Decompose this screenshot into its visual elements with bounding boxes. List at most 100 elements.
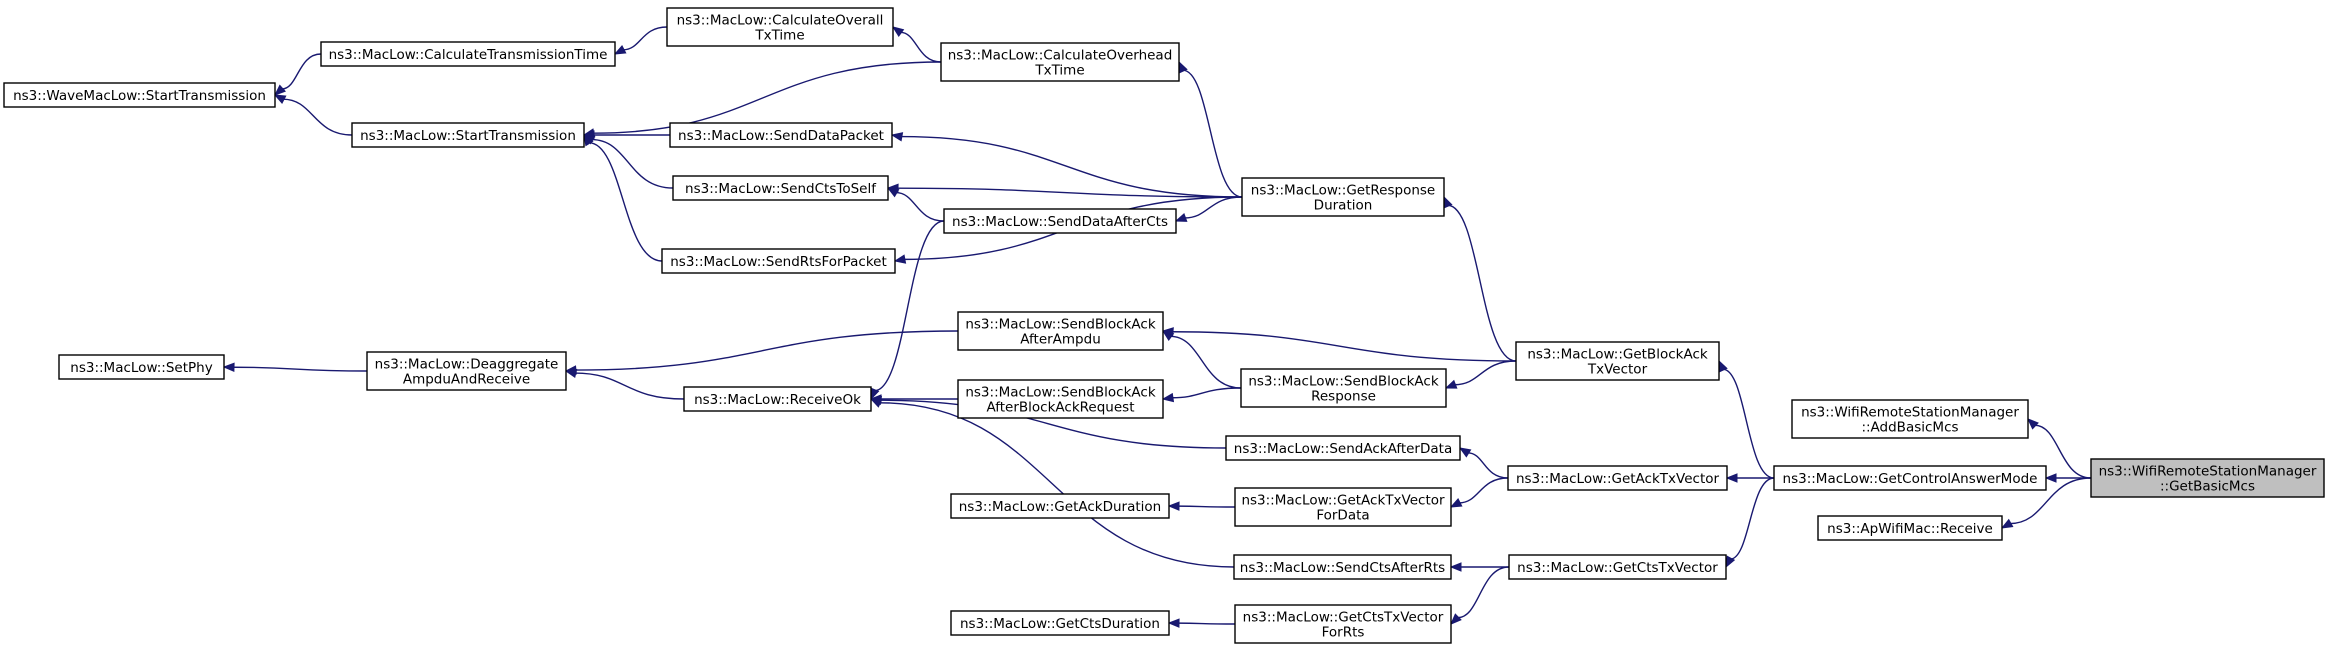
edge-line xyxy=(1722,368,1775,479)
edge-arrowhead xyxy=(1458,447,1472,458)
edge-get-response-to-calc-overhead xyxy=(1178,60,1243,198)
node-label: ns3::MacLow::GetControlAnswerMode xyxy=(1783,471,2038,487)
edge-line xyxy=(1177,622,1236,625)
node-box xyxy=(683,386,872,412)
edge-get-basic-mcs-to-add-basic-mcs xyxy=(2027,418,2092,479)
node-get-basic-mcs[interactable]: ns3::WifiRemoteStationManager::GetBasicM… xyxy=(2090,458,2325,498)
edge-send-cts-after-rts-to-receive-ok xyxy=(869,398,1235,568)
node-label: ::AddBasicMcs xyxy=(1861,420,1958,436)
node-label: ns3::MacLow::SendDataPacket xyxy=(678,128,884,144)
node-send-rts[interactable]: ns3::MacLow::SendRtsForPacket xyxy=(661,248,896,274)
node-start-tx[interactable]: ns3::MacLow::StartTransmission xyxy=(351,122,585,148)
edge-calc-overhead-to-calc-overall xyxy=(891,26,942,63)
node-ap-receive[interactable]: ns3::ApWifiMac::Receive xyxy=(1817,515,2003,541)
edge-arrowhead xyxy=(1167,501,1180,511)
node-label: AfterAmpdu xyxy=(1020,332,1101,348)
node-box xyxy=(940,42,1180,82)
edge-arrowhead xyxy=(891,26,905,38)
edge-send-baresp-to-send-bareq xyxy=(1161,387,1242,403)
node-box xyxy=(672,175,889,201)
edge-arrowhead xyxy=(869,398,883,408)
edge-line xyxy=(1454,360,1517,386)
node-get-ack-dur[interactable]: ns3::MacLow::GetAckDuration xyxy=(950,493,1170,519)
node-calc-tx-time[interactable]: ns3::MacLow::CalculateTransmissionTime xyxy=(320,41,616,67)
node-box xyxy=(950,493,1170,519)
edge-line xyxy=(591,138,674,189)
node-send-bareq[interactable]: ns3::MacLow::SendBlockAckAfterBlockAckRe… xyxy=(957,379,1164,419)
edge-line xyxy=(622,26,668,51)
edge-send-data-after-cts-to-send-cts xyxy=(886,187,945,222)
edge-get-ctrl-mode-to-get-cts-vec xyxy=(1725,477,1775,569)
node-set-phy[interactable]: ns3::MacLow::SetPhy xyxy=(58,354,225,380)
node-add-basic-mcs[interactable]: ns3::WifiRemoteStationManager::AddBasicM… xyxy=(1791,399,2029,439)
edge-line xyxy=(1447,204,1517,362)
node-label: ns3::MacLow::GetResponse xyxy=(1251,183,1435,199)
node-get-ack-vec[interactable]: ns3::MacLow::GetAckTxVector xyxy=(1507,465,1728,491)
node-label: AfterBlockAckRequest xyxy=(986,400,1134,416)
node-label: ns3::MacLow::SendDataAfterCts xyxy=(952,214,1168,230)
node-label: Duration xyxy=(1314,198,1373,214)
node-get-cts-vec[interactable]: ns3::MacLow::GetCtsTxVector xyxy=(1508,554,1727,580)
edge-calc-overall-to-calc-tx-time xyxy=(613,26,668,55)
node-label: ns3::MacLow::GetBlockAck xyxy=(1527,347,1708,363)
node-box xyxy=(1508,554,1727,580)
node-get-cts-dur[interactable]: ns3::MacLow::GetCtsDuration xyxy=(950,610,1170,636)
node-send-data-after-cts[interactable]: ns3::MacLow::SendDataAfterCts xyxy=(943,208,1177,234)
edge-line xyxy=(282,98,353,136)
edge-arrowhead xyxy=(2044,473,2057,483)
node-box xyxy=(943,208,1177,234)
node-box xyxy=(957,311,1164,351)
edge-get-bavec-to-get-response xyxy=(1443,195,1517,362)
node-label: ns3::MacLow::GetCtsTxVector xyxy=(1517,560,1718,576)
node-label: TxTime xyxy=(754,28,804,44)
edge-arrowhead xyxy=(1444,379,1458,389)
node-label: ns3::MacLow::GetCtsDuration xyxy=(960,616,1160,632)
node-box xyxy=(1507,465,1728,491)
node-label: ns3::MacLow::GetAckDuration xyxy=(959,499,1162,515)
node-label: ns3::MacLow::ReceiveOk xyxy=(694,392,861,408)
edge-start-tx-to-wave-start xyxy=(273,94,353,136)
edge-get-cts-vec-rts-to-get-cts-dur xyxy=(1167,618,1236,628)
edge-layer xyxy=(222,26,2092,628)
node-label: ns3::MacLow::SendCtsToSelf xyxy=(685,181,877,197)
node-box xyxy=(3,82,276,108)
node-box xyxy=(661,248,896,274)
node-box xyxy=(1773,465,2047,491)
node-send-data[interactable]: ns3::MacLow::SendDataPacket xyxy=(669,122,893,148)
edge-arrowhead xyxy=(613,44,627,55)
node-label: ns3::MacLow::CalculateOverhead xyxy=(948,48,1173,64)
edge-line xyxy=(1171,331,1517,362)
edge-arrowhead xyxy=(2027,418,2039,430)
node-label: ForRts xyxy=(1322,625,1365,641)
node-label: ns3::MacLow::GetCtsTxVector xyxy=(1243,610,1444,626)
node-send-cts-after-rts[interactable]: ns3::MacLow::SendCtsAfterRts xyxy=(1233,554,1452,580)
node-send-ack-after-data[interactable]: ns3::MacLow::SendAckAfterData xyxy=(1225,435,1461,461)
node-label: ns3::WaveMacLow::StartTransmission xyxy=(13,88,266,104)
node-wave-start[interactable]: ns3::WaveMacLow::StartTransmission xyxy=(3,82,276,108)
node-receive-ok[interactable]: ns3::MacLow::ReceiveOk xyxy=(683,386,872,412)
edge-arrowhead xyxy=(583,133,594,147)
node-get-ctrl-mode[interactable]: ns3::MacLow::GetControlAnswerMode xyxy=(1773,465,2047,491)
node-label: ns3::WifiRemoteStationManager xyxy=(2099,464,2317,480)
node-label: ns3::WifiRemoteStationManager xyxy=(1801,405,2019,421)
edge-get-bavec-to-send-baresp xyxy=(1444,360,1517,389)
edge-get-basic-mcs-to-ap-receive xyxy=(2000,477,2092,529)
node-label: ns3::MacLow::SendCtsAfterRts xyxy=(1240,560,1445,576)
edge-arrowhead xyxy=(893,254,907,264)
edge-send-rts-to-start-tx xyxy=(583,133,663,262)
edge-get-ctrl-mode-to-get-ack-vec xyxy=(1725,473,1774,483)
node-label: TxTime xyxy=(1034,63,1084,79)
edge-arrowhead xyxy=(1450,613,1462,625)
node-label: ns3::MacLow::CalculateTransmissionTime xyxy=(329,47,608,63)
node-send-cts[interactable]: ns3::MacLow::SendCtsToSelf xyxy=(672,175,889,201)
